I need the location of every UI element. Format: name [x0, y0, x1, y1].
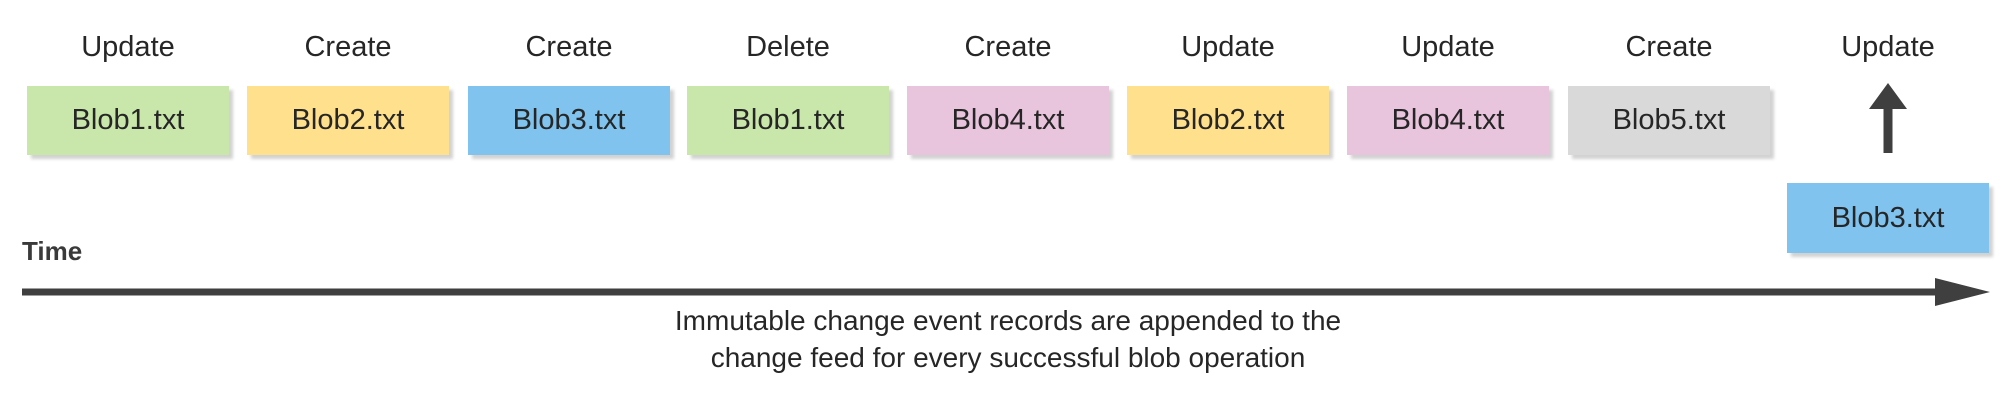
- operation-label: Update: [1401, 31, 1495, 63]
- time-label: Time: [22, 236, 83, 266]
- blob-record: Blob1.txt: [27, 86, 229, 155]
- event-column: Create Blob4.txt: [907, 28, 1109, 155]
- event-column: Create Blob5.txt: [1568, 28, 1770, 155]
- operation-label: Update: [1841, 31, 1935, 63]
- operation-label: Create: [1625, 31, 1713, 63]
- blob-record: Blob4.txt: [1347, 86, 1549, 155]
- event-column: Update Blob2.txt: [1127, 28, 1329, 155]
- caption-line-2: change feed for every successful blob op…: [710, 342, 1306, 373]
- blob-record: Blob4.txt: [907, 86, 1109, 155]
- append-arrow-slot: [1787, 83, 1989, 158]
- operation-label: Create: [525, 31, 613, 63]
- blob-record: Blob2.txt: [247, 86, 449, 155]
- operation-label: Update: [1181, 31, 1275, 63]
- blob-record: Blob3.txt: [468, 86, 670, 155]
- blob-record-appending: Blob3.txt: [1787, 183, 1989, 253]
- blob-record: Blob5.txt: [1568, 86, 1770, 155]
- event-column: Delete Blob1.txt: [687, 28, 889, 155]
- time-axis: [22, 277, 1990, 307]
- up-arrow-icon: [1868, 83, 1908, 158]
- event-column: Update Blob1.txt: [27, 28, 229, 155]
- operation-label: Create: [304, 31, 392, 63]
- blob-record: Blob2.txt: [1127, 86, 1329, 155]
- blob-record: Blob1.txt: [687, 86, 889, 155]
- event-column: Create Blob3.txt: [468, 28, 670, 155]
- caption: Immutable change event records are appen…: [0, 302, 2016, 376]
- right-arrow-icon: [22, 278, 1990, 311]
- event-column: Create Blob2.txt: [247, 28, 449, 155]
- operation-label: Update: [81, 31, 175, 63]
- caption-line-1: Immutable change event records are appen…: [674, 305, 1342, 336]
- operation-label: Delete: [746, 31, 830, 63]
- event-column: Update Blob4.txt: [1347, 28, 1549, 155]
- operation-label: Create: [964, 31, 1052, 63]
- event-column-appending: Update Blob3.txt: [1787, 28, 1989, 253]
